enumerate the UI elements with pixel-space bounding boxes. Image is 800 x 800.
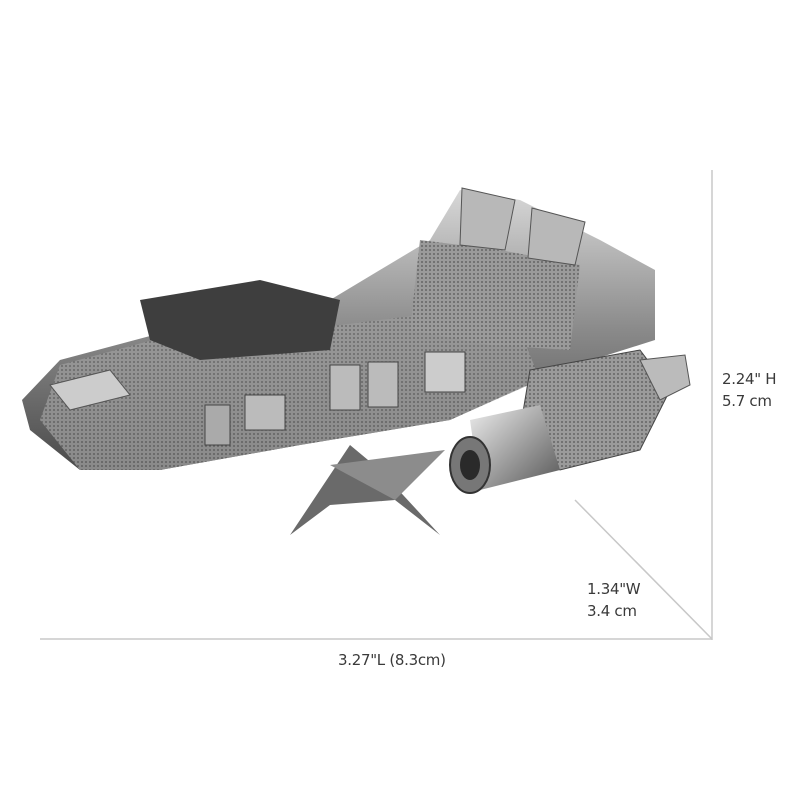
width-dimension: 1.34"W 3.4 cm <box>587 578 641 622</box>
display-stand <box>290 445 445 535</box>
length-dimension: 3.27"L (8.3cm) <box>338 651 446 669</box>
height-dimension: 2.24" H 5.7 cm <box>722 368 777 412</box>
dimension-guides <box>40 170 713 640</box>
width-metric: 3.4 cm <box>587 602 637 620</box>
speeder-model <box>22 187 691 494</box>
height-imperial: 2.24" H <box>722 370 777 388</box>
width-imperial: 1.34"W <box>587 580 641 598</box>
width-guide-line <box>574 499 713 640</box>
height-metric: 5.7 cm <box>722 392 772 410</box>
